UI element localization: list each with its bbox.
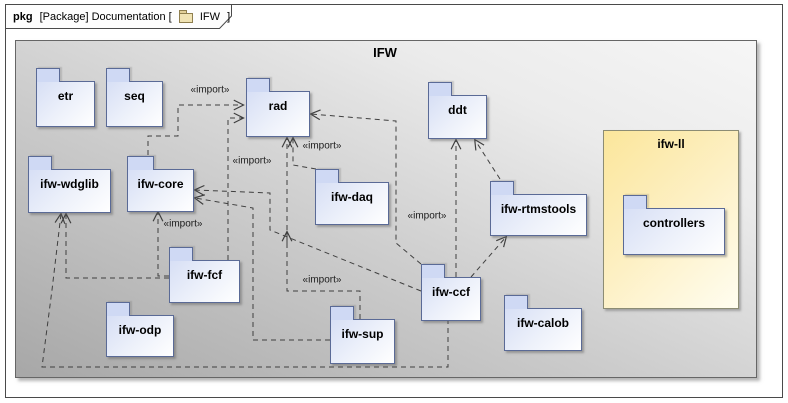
package-tab [169,247,193,261]
frame-context: [Package] Documentation [ [39,11,172,23]
package-rad[interactable]: rad [246,78,310,137]
edge-ifw-fcf-to-ifw-core[interactable] [152,210,169,277]
package-name: etr [57,89,74,103]
package-tab [36,68,60,82]
package-name: ddt [448,103,467,117]
package-ifw-odp[interactable]: ifw-odp [106,302,174,357]
package-tab [490,181,514,195]
import-stereotype-label: «import» [190,84,230,96]
group-name: ifw-ll [657,137,685,151]
package-icon [178,10,193,23]
package-ifw-daq[interactable]: ifw-daq [315,169,389,225]
package-ifw-core[interactable]: ifw-core [127,156,194,212]
package-tab [623,195,647,209]
package-name: ifw-ccf [431,285,470,299]
package-tab [428,82,452,96]
package-name: ifw-odp [118,323,162,337]
package-name: rad [268,99,288,113]
import-stereotype-label: «import» [232,155,272,167]
frame-header-tab [5,4,232,29]
package-controllers[interactable]: controllers [623,195,725,255]
package-tab [504,295,528,309]
package-tab [106,302,130,316]
edge-ifw-fcf-to-ifw-wdglib[interactable] [60,212,169,279]
package-ifw-calob[interactable]: ifw-calob [504,295,582,351]
package-tab [246,78,270,92]
package-name: seq [124,89,145,103]
frame-header: pkg [Package] Documentation [ IFW ] [13,9,230,25]
diagram-title: IFW [373,45,397,60]
package-name: controllers [642,216,705,230]
package-tab [127,156,154,170]
package-tab [421,264,445,278]
package-name: ifw-core [137,177,184,191]
import-stereotype-label: «import» [407,210,447,222]
package-name: ifw-daq [331,190,373,204]
package-tab [106,68,130,82]
package-seq[interactable]: seq [106,68,163,127]
package-ifw-fcf[interactable]: ifw-fcf [169,247,240,303]
edge-ifw-ccf-to-ifw-core[interactable] [193,184,422,292]
frame-close-bracket: ] [227,11,231,23]
import-stereotype-label: «import» [302,140,342,152]
package-ifw-ccf[interactable]: ifw-ccf [421,264,481,321]
package-name: ifw-wdglib [40,177,99,191]
package-name: ifw-fcf [186,268,223,282]
package-etr[interactable]: etr [36,68,95,127]
edge-ifw-fcf-to-rad[interactable] [227,112,245,260]
import-stereotype-label: «import» [302,274,342,286]
edge-ifw-rtmstools-to-ddt[interactable] [473,138,501,180]
package-ifw-wdglib[interactable]: ifw-wdglib [28,156,111,213]
package-tab [330,306,354,320]
edge-ifw-sup-to-rad[interactable] [281,136,361,319]
edge-ifw-ccf-to-rad[interactable] [309,109,422,265]
edge-ifw-core-to-rad[interactable] [147,99,245,155]
edge-ifw-ccf-to-ifw-wdglib[interactable] [41,212,449,368]
package-name: ifw-sup [341,327,384,341]
package-ddt[interactable]: ddt [428,82,487,139]
package-name: ifw-calob [516,316,569,330]
package-tab [315,169,339,183]
package-ifw-sup[interactable]: ifw-sup [330,306,395,364]
frame-name: IFW [199,11,220,23]
package-tab [28,156,52,170]
edge-ifw-sup-to-ifw-core[interactable] [193,194,330,341]
package-ifw-rtmstools[interactable]: ifw-rtmstools [490,181,587,236]
package-name: ifw-rtmstools [500,202,577,216]
import-stereotype-label: «import» [163,218,203,230]
edge-ifw-ccf-to-ifw-rtmstools[interactable] [470,235,508,278]
frame-kind: pkg [13,11,33,23]
